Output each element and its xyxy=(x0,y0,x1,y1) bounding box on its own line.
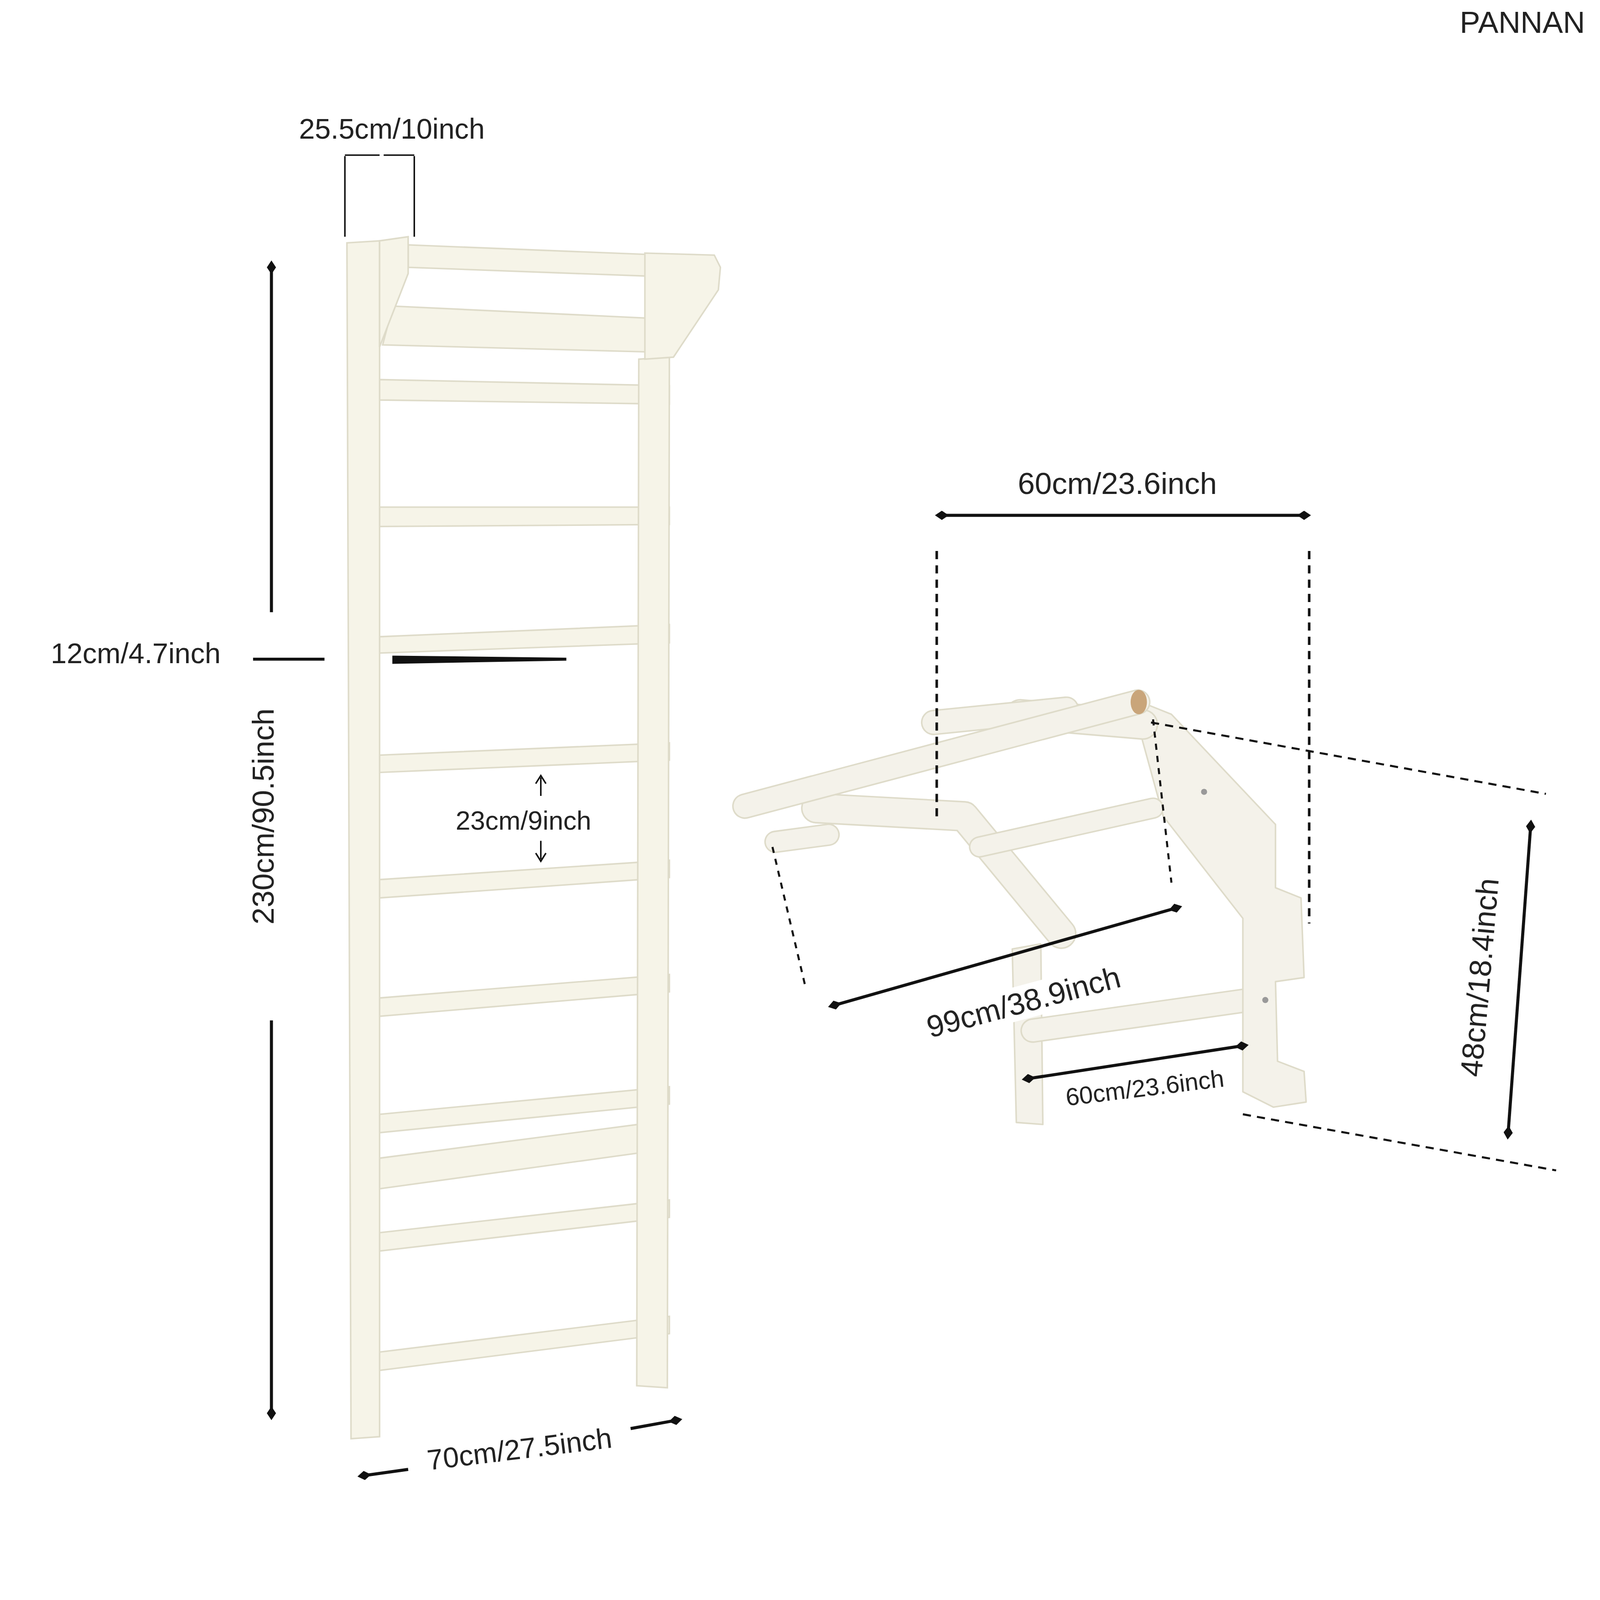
watermark: PANNAN xyxy=(1457,5,1589,40)
extension-line xyxy=(772,719,1172,990)
rail-bracket xyxy=(644,253,721,360)
rung xyxy=(379,1200,670,1252)
rail-bracket xyxy=(379,236,409,348)
rail xyxy=(636,357,670,1388)
rung xyxy=(379,742,670,773)
dimension-arrow xyxy=(535,840,546,862)
dimension-line xyxy=(270,267,274,613)
bolt xyxy=(1200,788,1207,795)
dimension-label: 25.5cm/10inch xyxy=(296,112,488,145)
bar xyxy=(775,834,829,842)
dimension-label: 60cm/23.6inch xyxy=(1061,1064,1229,1112)
bar-outline xyxy=(775,834,829,842)
dimension-line xyxy=(364,1469,409,1476)
bolt xyxy=(1262,997,1268,1003)
bar xyxy=(979,808,1154,847)
dimension-arrow xyxy=(535,775,546,796)
extension-line xyxy=(1151,722,1557,1171)
dimension-label: 60cm/23.6inch xyxy=(1015,467,1220,501)
bar-end xyxy=(1130,689,1148,715)
rung xyxy=(379,860,670,899)
dimension-label: 23cm/9inch xyxy=(452,805,594,836)
dimension-line xyxy=(1508,826,1531,1133)
bar-outline xyxy=(744,701,1138,806)
rung xyxy=(379,507,670,527)
dimension-line xyxy=(941,513,1304,517)
rung xyxy=(379,1122,654,1189)
dimension-lines xyxy=(253,155,1557,1476)
dimension-line xyxy=(253,657,325,661)
wall-ladder xyxy=(347,236,721,1439)
rung xyxy=(379,974,670,1017)
extension-line xyxy=(344,155,415,237)
rung xyxy=(379,1316,670,1371)
dimension-label: 70cm/27.5inch xyxy=(422,1421,617,1476)
wall-bracket xyxy=(1140,701,1306,1107)
bar xyxy=(744,701,1138,806)
pull-up-bar xyxy=(744,689,1306,1125)
rung xyxy=(382,306,654,353)
extension-line xyxy=(936,550,1310,924)
rail xyxy=(347,240,380,1439)
dimension-label: 12cm/4.7inch xyxy=(47,637,224,669)
dimension-line xyxy=(630,1420,676,1429)
bar-outline xyxy=(979,808,1154,847)
rung xyxy=(379,379,670,405)
dimension-label: 230cm/90.5inch xyxy=(246,705,281,928)
dimension-line xyxy=(270,1020,274,1413)
dimension-label: 48cm/18.4inch xyxy=(1454,874,1506,1081)
dimension-line xyxy=(394,657,567,663)
rung xyxy=(379,624,670,654)
